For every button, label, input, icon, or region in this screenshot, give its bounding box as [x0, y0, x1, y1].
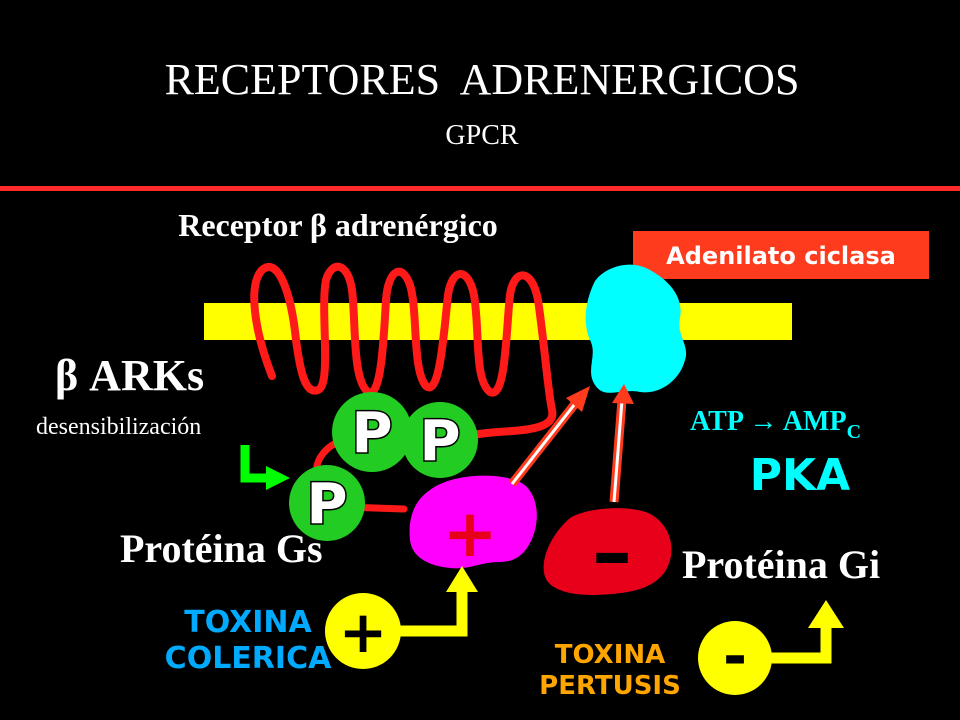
atp-amp-subscript: C — [847, 421, 861, 443]
desensitization-label: desensibilización — [36, 414, 201, 440]
gs-activation-arrow — [508, 386, 590, 487]
slide-title: RECEPTORES ADRENERGICOS — [165, 55, 800, 104]
desensitization-arrowhead — [266, 466, 290, 490]
atp-amp-label: ATP → AMPC — [690, 406, 861, 443]
gs-label: Protéina Gs — [120, 526, 323, 571]
phosphate-2: P — [402, 402, 478, 478]
pertussis-toxin-arrow — [770, 624, 832, 664]
cholera-toxin-circle — [325, 593, 401, 669]
pka-label: PKA — [750, 450, 850, 501]
phosphate-3-letter: P — [306, 472, 347, 537]
cholera-toxin-line2: COLERICA — [165, 641, 332, 676]
phosphate-1-letter: P — [351, 401, 392, 466]
adenylate-label: Adenilato ciclasa — [666, 242, 896, 270]
cell-membrane — [204, 303, 792, 340]
phosphate-1: P — [332, 392, 412, 472]
phosphate-3: P — [289, 465, 365, 541]
gs-protein — [409, 475, 537, 569]
pertussis-toxin-arrowhead — [808, 600, 844, 628]
gi-minus-sign: – — [592, 506, 632, 599]
slide-subtitle: GPCR — [445, 120, 518, 151]
gi-inhibition-arrow — [609, 384, 634, 503]
phosphate-2-letter: P — [419, 409, 460, 474]
cholera-toxin-sign: + — [339, 598, 388, 666]
cholera-toxin-arrowhead — [446, 566, 478, 592]
atp-amp-text: ATP → AMP — [690, 406, 847, 437]
adenylate-label-box — [633, 231, 929, 279]
adenylate-cyclase — [585, 264, 687, 393]
beta-receptor — [250, 262, 557, 444]
cholera-toxin-arrow — [400, 588, 468, 637]
pertussis-toxin-circle — [698, 621, 772, 695]
cholera-toxin-line1: TOXINA — [184, 605, 312, 640]
pertussis-toxin-line1: TOXINA — [555, 640, 666, 670]
gs-plus-sign: + — [442, 495, 497, 572]
pertussis-toxin-line2: PERTUSIS — [539, 671, 681, 701]
receptor-label: Receptor β adrenérgico — [178, 207, 498, 243]
beta-arks-label: β ARKs — [55, 351, 204, 400]
title-divider — [0, 186, 960, 191]
gi-label: Protéina Gi — [682, 542, 880, 587]
desensitization-arrow — [240, 445, 270, 483]
pertussis-toxin-sign: - — [723, 622, 747, 690]
gi-protein — [543, 508, 672, 595]
